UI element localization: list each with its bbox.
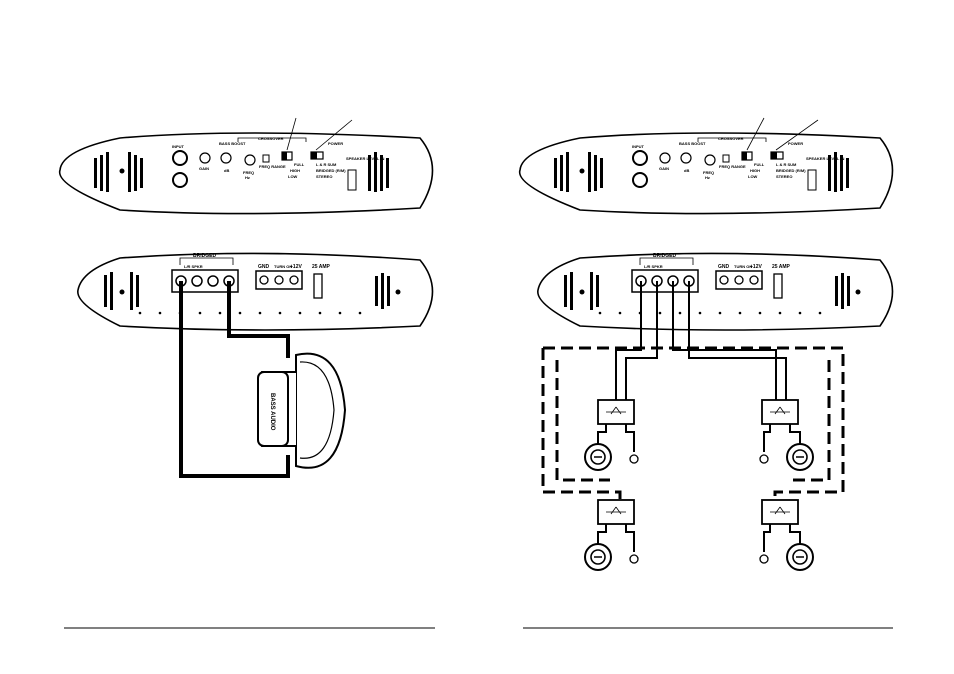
- speaker-terminal-block: [171, 269, 239, 293]
- high-label: HIGH: [290, 168, 300, 173]
- high-label: HIGH: [750, 168, 760, 173]
- gain-knob: [199, 152, 211, 164]
- input-jack-bottom: [172, 172, 188, 188]
- freq-range-label: FREQ RANGE: [719, 164, 746, 169]
- power-label: POWER: [328, 141, 343, 146]
- plus12-label: +12V: [750, 264, 762, 270]
- mode2-label: BRIDGED (R/M): [776, 168, 806, 173]
- vent-slots-left-2: [564, 272, 599, 310]
- right-speaker-wiring: [541, 281, 845, 571]
- gain-label: GAIN: [199, 166, 209, 171]
- mode3-label: STEREO: [776, 174, 792, 179]
- freq-range-switch: [722, 154, 730, 163]
- right-amp-control-panel: INPUT GAIN BASS BOOST dB CROSSOVER FREQ …: [518, 117, 894, 215]
- freq-knob: [244, 154, 256, 166]
- freq-label: FREQ: [243, 170, 254, 175]
- mode1-label: L & R SUM: [316, 162, 337, 167]
- right-amp-terminal-panel: BRIDGED L/R SPKR GND TURN ON +12V 25 AMP: [537, 252, 894, 331]
- turn-on-label: TURN ON: [734, 264, 752, 269]
- vent-slots-left-2: [104, 272, 139, 310]
- speaker-level-connector: [347, 169, 357, 191]
- left-amp-control-panel: INPUT GAIN BASS BOOST dB CROSSOVER FREQ …: [58, 117, 434, 215]
- vent-slots-right: [368, 152, 389, 192]
- freq-knob: [704, 154, 716, 166]
- vent-slots-left: [94, 152, 143, 192]
- speaker-level-label: SPEAKER LEVEL IN: [346, 156, 384, 161]
- mode3-label: STEREO: [316, 174, 332, 179]
- pointer-line-crossover: [746, 117, 765, 151]
- power-label: POWER: [788, 141, 803, 146]
- input-label: INPUT: [632, 144, 645, 149]
- speaker-terminal-block: [631, 269, 699, 293]
- power-terminal-block: [255, 270, 303, 290]
- bass-boost-label: BASS BOOST: [219, 141, 246, 146]
- hz-label: Hz: [705, 175, 710, 180]
- pointer-line-mode: [315, 119, 353, 151]
- bass-boost-knob: [220, 152, 232, 164]
- input-jack-bottom: [632, 172, 648, 188]
- input-label: INPUT: [172, 144, 185, 149]
- crossover-label: CROSSOVER: [718, 136, 744, 141]
- freq-range-label: FREQ RANGE: [259, 164, 286, 169]
- bass-boost-label: BASS BOOST: [679, 141, 706, 146]
- full-label: FULL: [754, 162, 765, 167]
- speaker-level-connector: [807, 169, 817, 191]
- low-label: LOW: [288, 174, 298, 179]
- fuse: [773, 273, 783, 299]
- pointer-line-crossover: [286, 117, 297, 151]
- turn-on-label: TURN ON: [274, 264, 292, 269]
- gain-label: GAIN: [659, 166, 669, 171]
- mode1-label: L & R SUM: [776, 162, 797, 167]
- gain-knob: [659, 152, 671, 164]
- crossover-label: CROSSOVER: [258, 136, 284, 141]
- amp-label: 25 AMP: [772, 264, 791, 270]
- vent-slots-left: [554, 152, 603, 192]
- input-jack-top: [172, 150, 188, 166]
- subwoofer-label: BASS AUDIO: [269, 393, 275, 431]
- hz-label: Hz: [245, 175, 250, 180]
- gnd-label: GND: [718, 264, 730, 270]
- terminal-labels: L/R SPKR: [644, 264, 663, 269]
- amp-label: 25 AMP: [312, 264, 331, 270]
- left-amp-terminal-panel: BRIDGED L/R SPKR GND TURN ON +12V 25 AMP: [77, 252, 434, 331]
- full-label: FULL: [294, 162, 305, 167]
- freq-label: FREQ: [703, 170, 714, 175]
- low-label: LOW: [748, 174, 758, 179]
- bridged-label: BRIDGED: [653, 253, 676, 259]
- vent-slots-right: [828, 152, 849, 192]
- bass-boost-knob: [680, 152, 692, 164]
- bridged-label: BRIDGED: [193, 253, 216, 259]
- plus12-label: +12V: [290, 264, 302, 270]
- db-label: dB: [684, 168, 689, 173]
- left-subwoofer: BASS AUDIO: [179, 281, 347, 478]
- vent-slots-right-2: [375, 273, 390, 309]
- freq-range-switch: [262, 154, 270, 163]
- db-label: dB: [224, 168, 229, 173]
- vent-slots-right-2: [835, 273, 850, 309]
- power-terminal-block: [715, 270, 763, 290]
- bottom-pins: [138, 311, 362, 315]
- fuse: [313, 273, 323, 299]
- mode2-label: BRIDGED (R/M): [316, 168, 346, 173]
- gnd-label: GND: [258, 264, 270, 270]
- speaker-level-label: SPEAKER LEVEL IN: [806, 156, 844, 161]
- pointer-line-mode: [775, 119, 819, 151]
- input-jack-top: [632, 150, 648, 166]
- terminal-labels: L/R SPKR: [184, 264, 203, 269]
